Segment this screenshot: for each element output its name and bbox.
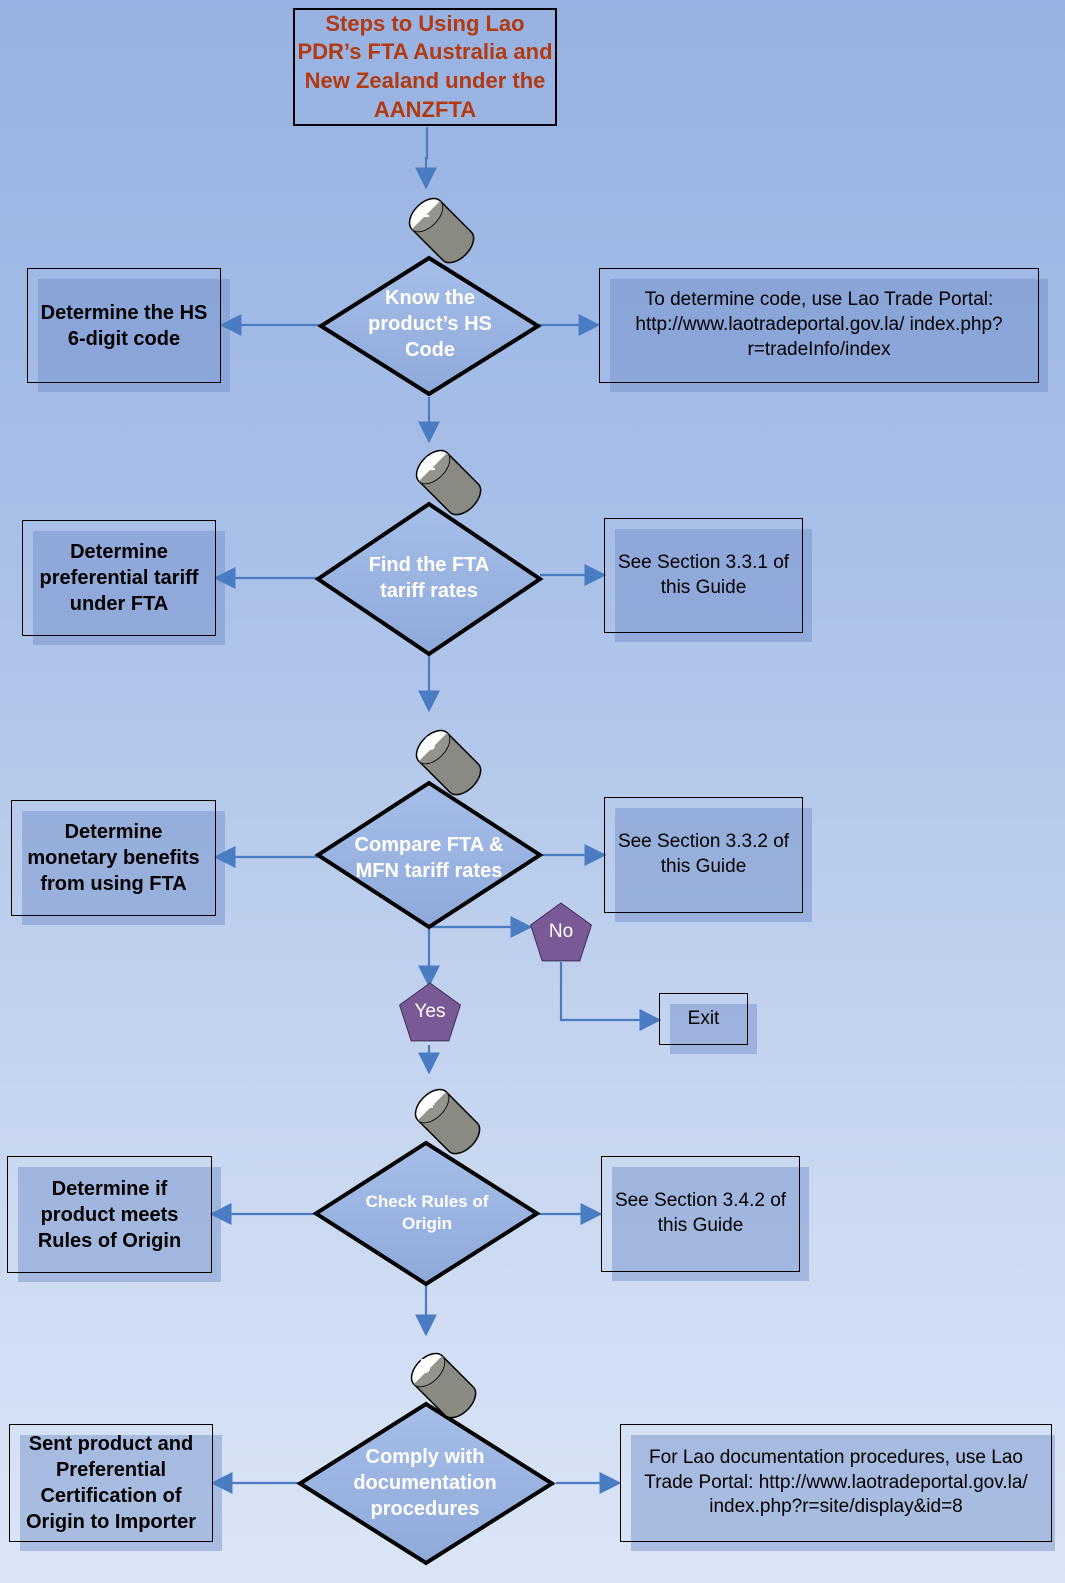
title-text: Steps to Using Lao PDR’s FTA Australia a… bbox=[297, 10, 553, 122]
step1-cylinder-shade bbox=[411, 200, 443, 232]
title-box: Steps to Using Lao PDR’s FTA Australia a… bbox=[293, 8, 557, 126]
arrow-title-to-step1 bbox=[415, 127, 437, 190]
step5-left-text: Sent product and Preferential Certificat… bbox=[26, 1433, 196, 1533]
step4-right-text: See Section 3.4.2 of this Guide bbox=[614, 1190, 787, 1236]
step4-right-box: See Section 3.4.2 of this Guide bbox=[601, 1156, 809, 1281]
step1-decision-text: Know the product’s HS Code bbox=[368, 287, 492, 361]
step4-left-box: Determine if product meets Rules of Orig… bbox=[7, 1156, 221, 1282]
step3-right-box: See Section 3.3.2 of this Guide bbox=[604, 797, 812, 922]
step5-decision-diamond bbox=[296, 1401, 556, 1566]
step3-cylinder-shade bbox=[418, 732, 450, 764]
step1-marker-cylinder bbox=[408, 197, 475, 264]
step2-right-text: See Section 3.3.1 of this Guide bbox=[617, 551, 790, 598]
step2-cylinder-shade bbox=[418, 452, 450, 484]
step2-right-box: See Section 3.3.1 of this Guide bbox=[604, 518, 812, 642]
step2-left-box: Determine preferential tariff under FTA bbox=[22, 520, 225, 645]
step3-left-text: Determine monetary benefits from using F… bbox=[27, 821, 200, 895]
step4-left-text: Determine if product meets Rules of Orig… bbox=[37, 1177, 182, 1252]
step1-number: 1 bbox=[418, 199, 430, 222]
step3-number: 3 bbox=[424, 732, 436, 755]
step2-decision-text: Find the FTA tariff rates bbox=[368, 554, 490, 602]
step3-marker-cylinder bbox=[415, 729, 482, 796]
step4-decision-text: Check Rules of Origin bbox=[365, 1191, 489, 1233]
step2-number: 2 bbox=[424, 452, 436, 475]
step5-right-box: For Lao documentation procedures, use La… bbox=[620, 1424, 1055, 1551]
arrow-step3-to-no bbox=[427, 916, 533, 938]
step1-right-box: To determine code, use Lao Trade Portal:… bbox=[599, 268, 1048, 392]
step4-decision-diamond bbox=[312, 1140, 541, 1287]
step5-decision-text: Comply with documentation procedures bbox=[353, 1446, 497, 1520]
step5-cylinder-shade bbox=[413, 1355, 445, 1387]
step5-left-box: Sent product and Preferential Certificat… bbox=[9, 1424, 222, 1551]
step5-number: 5 bbox=[419, 1355, 431, 1378]
step5-marker-cylinder bbox=[410, 1352, 477, 1419]
yes-pentagon bbox=[399, 982, 461, 1042]
step1-right-text: To determine code, use Lao Trade Portal:… bbox=[635, 289, 1003, 360]
step5-right-text: For Lao documentation procedures, use La… bbox=[644, 1446, 1028, 1518]
exit-text: Exit bbox=[687, 1007, 720, 1029]
step2-left-text: Determine preferential tariff under FTA bbox=[39, 541, 199, 615]
yes-label: Yes bbox=[414, 1001, 446, 1022]
exit-box: Exit bbox=[659, 993, 757, 1054]
step3-left-box: Determine monetary benefits from using F… bbox=[11, 800, 225, 925]
step3-right-text: See Section 3.3.2 of this Guide bbox=[617, 831, 790, 877]
step1-left-box: Determine the HS 6-digit code bbox=[27, 268, 230, 392]
arrow-no-to-exit bbox=[559, 962, 662, 1031]
step2-decision-diamond bbox=[314, 501, 544, 657]
step4-number: 4 bbox=[423, 1090, 435, 1113]
step4-marker-cylinder bbox=[414, 1088, 481, 1155]
step3-decision-diamond bbox=[314, 780, 544, 930]
step3-decision-text: Compare FTA & MFN tariff rates bbox=[354, 834, 504, 882]
step1-left-text: Determine the HS 6-digit code bbox=[40, 301, 208, 350]
step4-cylinder-shade bbox=[417, 1091, 449, 1123]
no-pentagon bbox=[530, 902, 592, 962]
no-label: No bbox=[548, 921, 574, 942]
step1-decision-diamond bbox=[317, 255, 542, 397]
step2-marker-cylinder bbox=[415, 449, 482, 516]
